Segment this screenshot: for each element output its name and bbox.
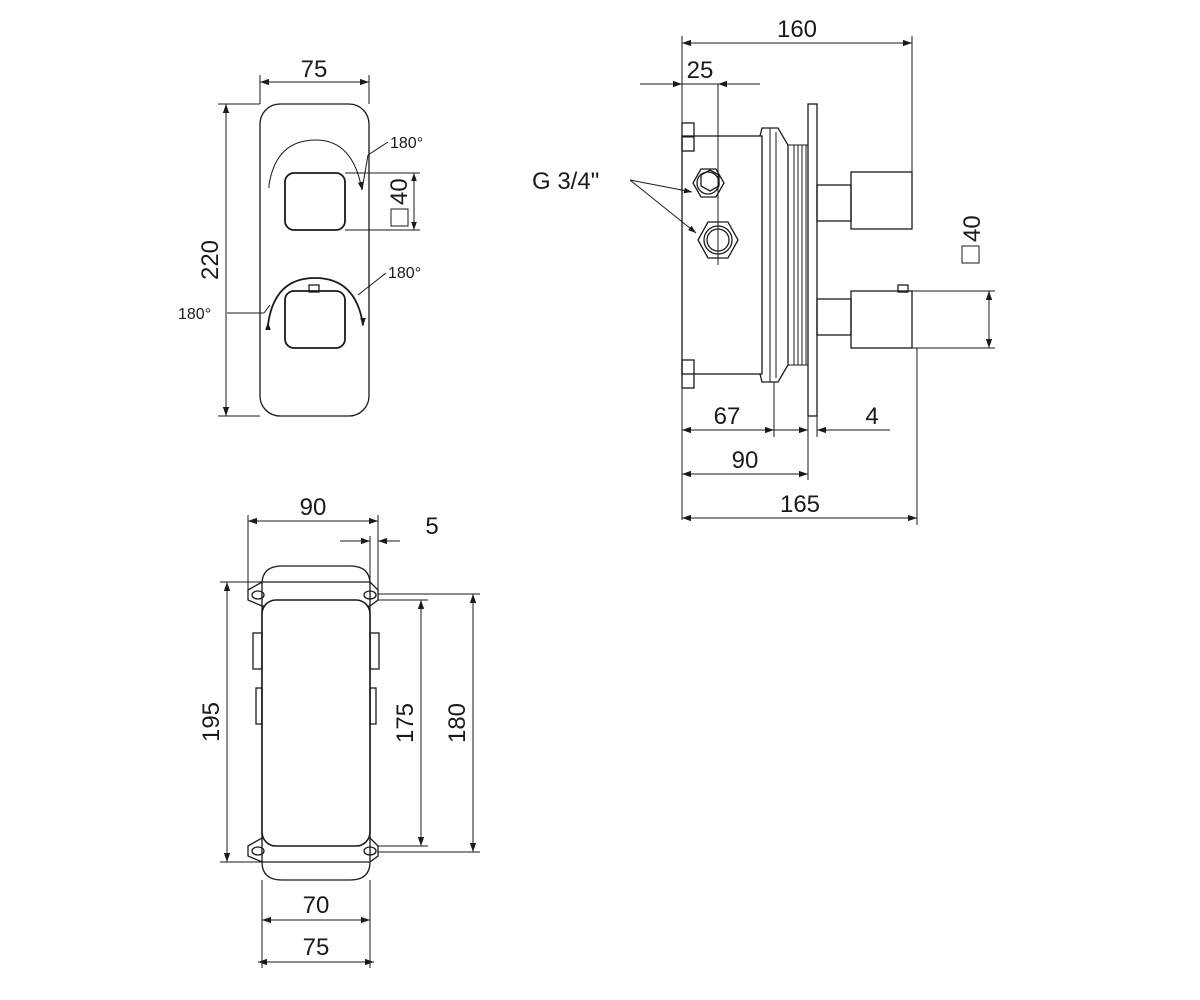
side-square-label: 40: [959, 215, 986, 242]
upper-spindle: [816, 184, 852, 222]
box-right-nub-top: [369, 632, 380, 670]
screw-hole-bl: [251, 846, 265, 856]
cartridge-sleeve: [759, 127, 789, 383]
upper-knob-side: [850, 171, 913, 230]
box-5-label: 5: [425, 513, 438, 540]
front-view: 180° 40 180° 180° 75 220: [178, 56, 423, 417]
box-75-label: 75: [303, 934, 330, 961]
valve-body: [681, 135, 763, 375]
lower-left-angle-label: 180°: [178, 306, 211, 323]
thread-label: G 3/4": [532, 168, 599, 195]
lower-knob-indicator: [308, 284, 320, 293]
side-90-label: 90: [732, 447, 759, 474]
lower-right-angle-leader: [357, 272, 387, 296]
box-90-label: 90: [300, 494, 327, 521]
box-inner-opening: [261, 599, 371, 847]
front-width-label: 75: [301, 56, 328, 83]
upper-knob: [284, 172, 346, 231]
side-25-label: 25: [687, 57, 714, 84]
box-view: 90 5 195 175 180 70 75: [198, 494, 480, 968]
box-left-nub-top: [252, 632, 263, 670]
lower-spindle: [816, 298, 852, 336]
side-4-label: 4: [865, 403, 878, 430]
screw-hole-tr: [363, 590, 377, 600]
screw-hole-br: [363, 846, 377, 856]
cover-plate: [259, 103, 370, 417]
square-symbol: [390, 208, 409, 227]
front-height-label: 220: [197, 240, 224, 280]
box-right-nub-bottom: [369, 687, 377, 725]
side-view: G 3/4" 160 25 40 67 4 90: [532, 16, 995, 525]
upper-rotation-arc: [268, 139, 364, 191]
lower-right-angle-label: 180°: [388, 265, 421, 282]
upper-inlet-fitting: [692, 168, 725, 198]
box-175-label: 175: [392, 703, 419, 743]
upper-angle-label: 180°: [390, 135, 423, 152]
side-165-label: 165: [780, 491, 820, 518]
wall-plate: [807, 103, 818, 417]
knob-square-label: 40: [386, 178, 413, 205]
box-left-nub-bottom: [255, 687, 263, 725]
lower-knob: [284, 290, 346, 349]
box-70-label: 70: [303, 892, 330, 919]
lower-rotation-arc: [267, 277, 364, 326]
lower-knob-side: [850, 290, 913, 349]
screw-hole-tl: [251, 590, 265, 600]
side-67-label: 67: [714, 403, 741, 430]
side-160-label: 160: [777, 16, 817, 43]
box-195-label: 195: [198, 702, 225, 742]
box-180-label: 180: [444, 703, 471, 743]
side-square-symbol: [961, 245, 980, 264]
